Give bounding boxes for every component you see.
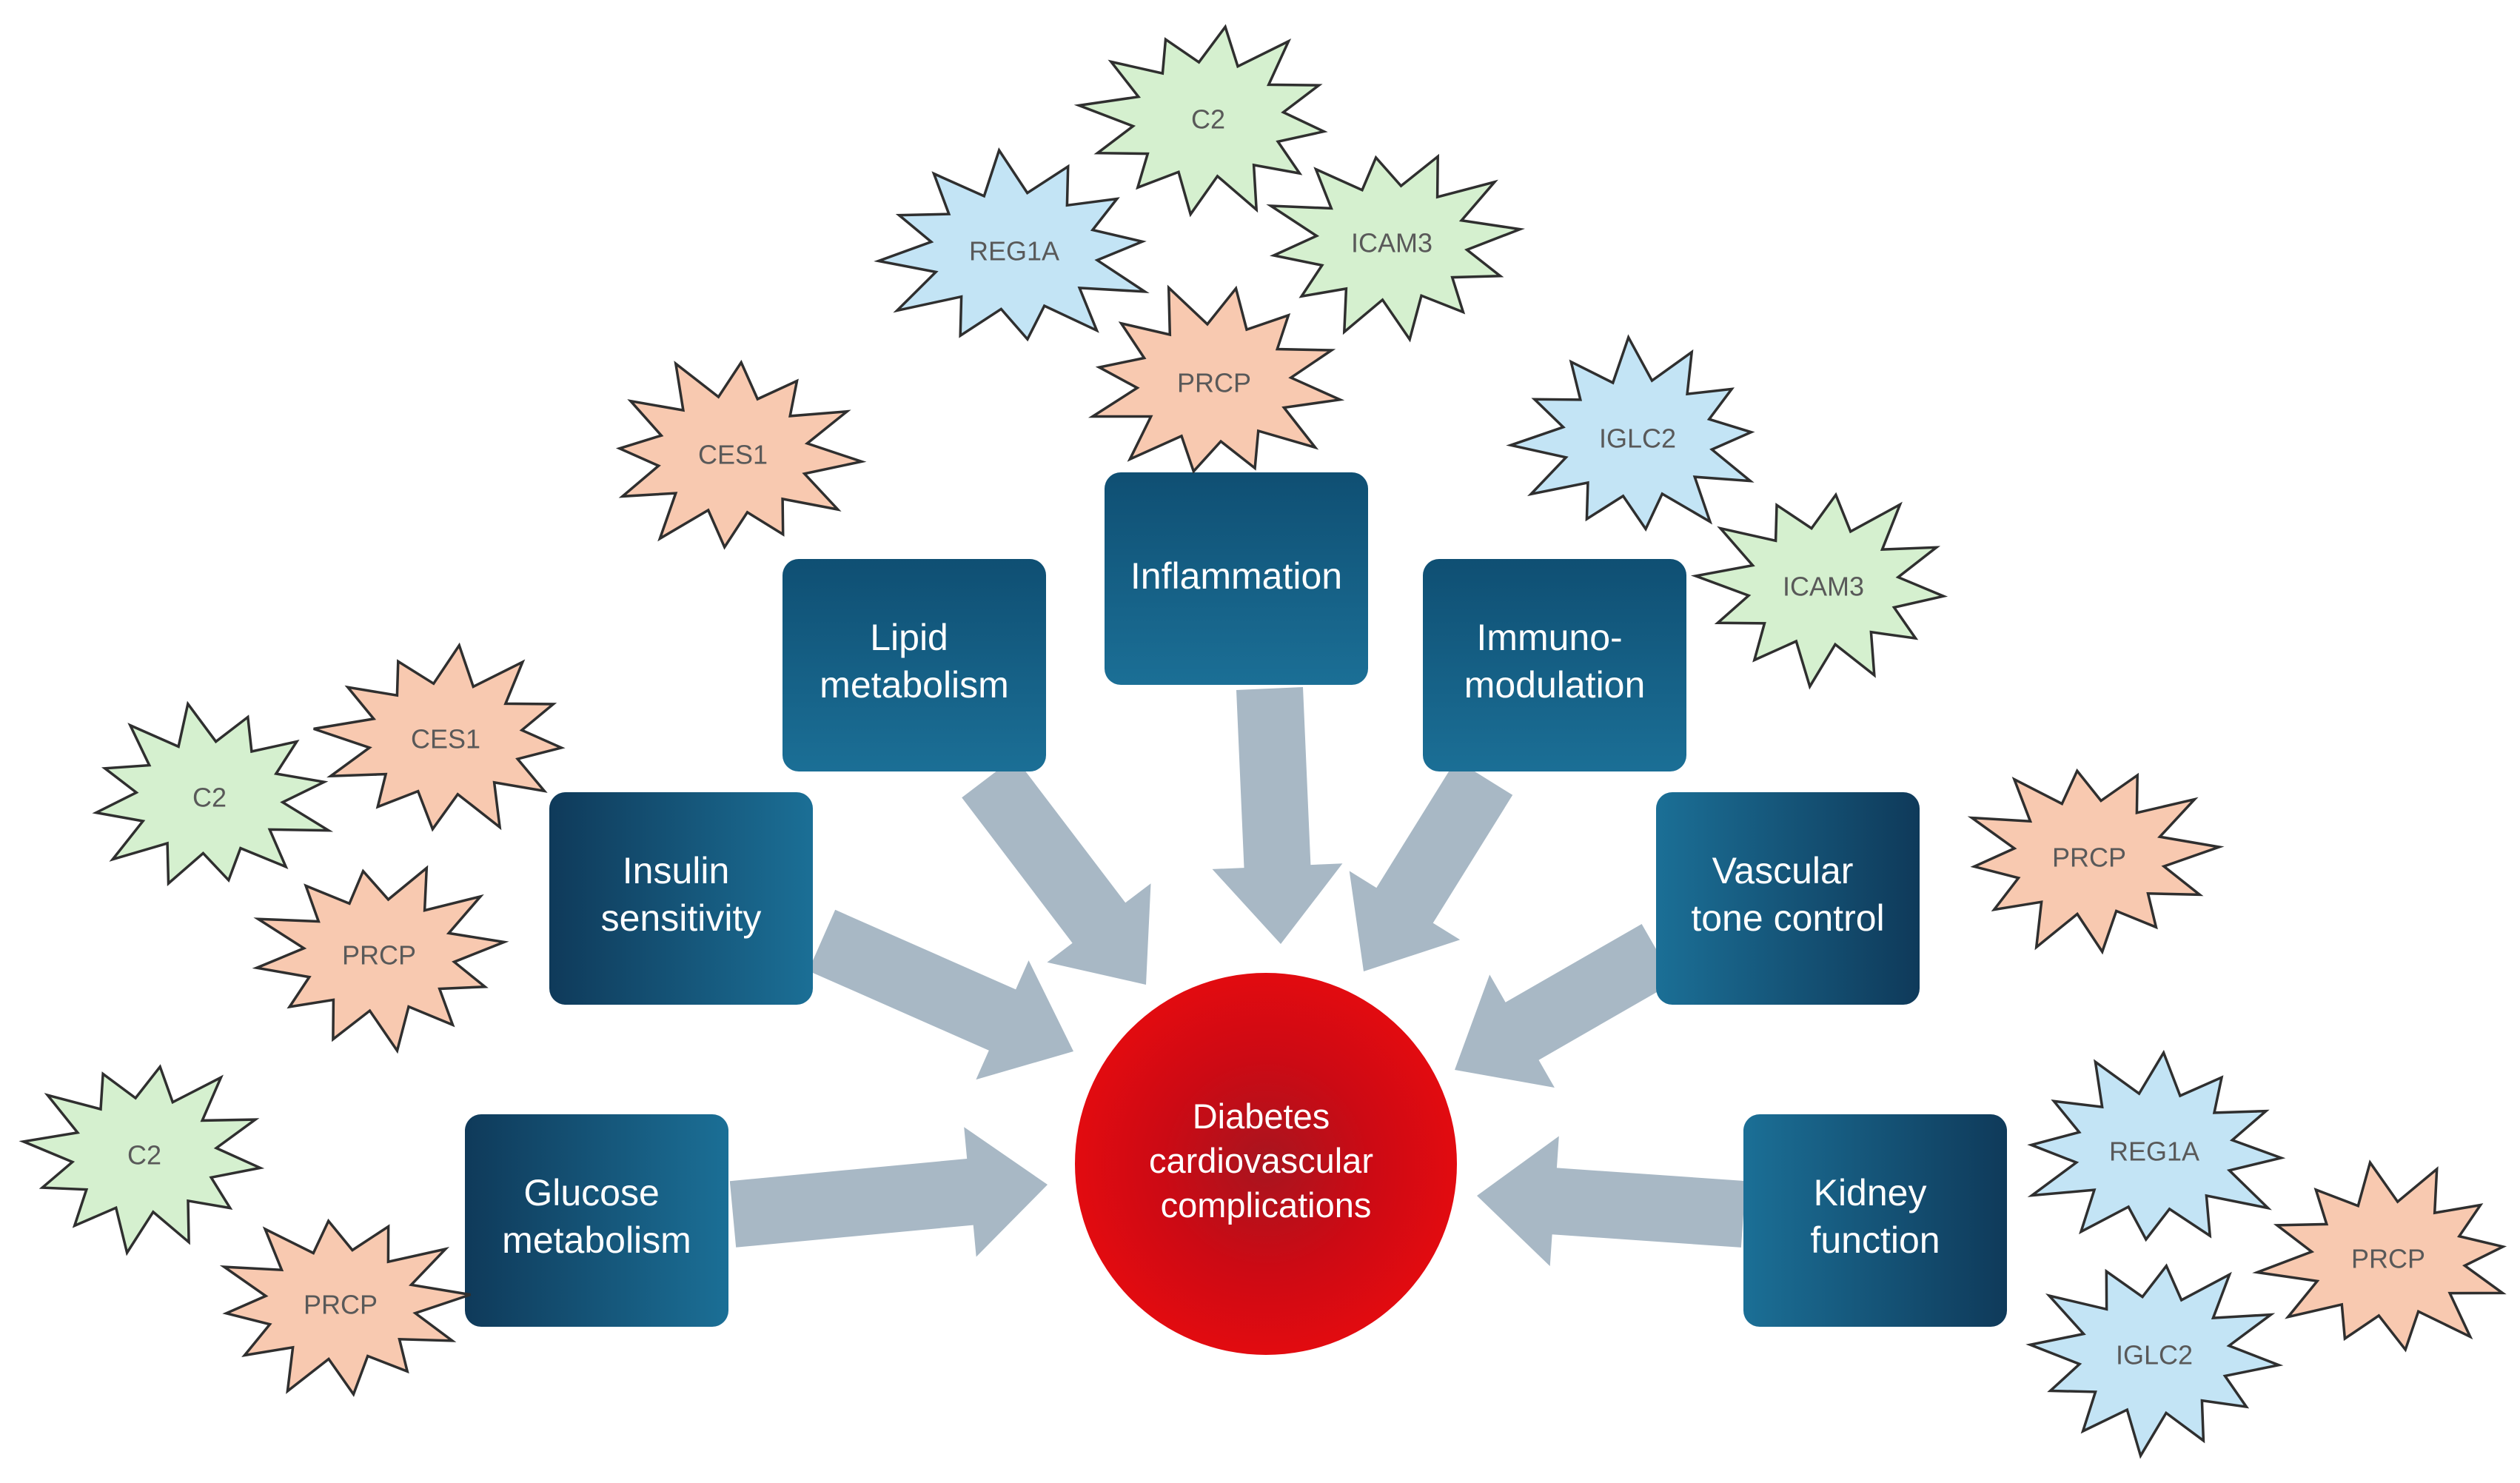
biomarker-label: PRCP bbox=[342, 940, 416, 971]
box-label: Insulin sensitivity bbox=[601, 850, 762, 939]
lipid-metabolism-box: Lipid metabolism bbox=[783, 559, 1046, 771]
inflammation-box: Inflammation bbox=[1105, 472, 1368, 685]
biomarker-star: IGLC2 bbox=[2025, 1263, 2284, 1459]
block-arrow bbox=[808, 909, 1073, 1080]
box-label-line: sensitivity bbox=[601, 897, 762, 939]
biomarker-star: PRCP bbox=[219, 1218, 472, 1397]
biomarker-label: CES1 bbox=[411, 724, 480, 754]
box-label: Inflammation bbox=[1130, 555, 1342, 597]
biomarker-star: PRCP bbox=[252, 865, 509, 1054]
biomarker-label: PRCP bbox=[2351, 1244, 2425, 1274]
box-label-line: modulation bbox=[1464, 664, 1646, 706]
biomarker-star: PRCP bbox=[1088, 284, 1345, 474]
biomarker-label: PRCP bbox=[2052, 843, 2126, 873]
biomarker-label: C2 bbox=[192, 783, 227, 813]
vascular-tone-control-box: Vascular tone control bbox=[1656, 792, 1920, 1005]
starburst-shape bbox=[2252, 1159, 2507, 1353]
category-boxes: Glucose metabolism Insulin sensitivity L… bbox=[465, 472, 2007, 1327]
biomarker-star: REG1A bbox=[874, 147, 1150, 342]
starburst-shape bbox=[1690, 492, 1948, 690]
biomarker-label: ICAM3 bbox=[1783, 572, 1864, 602]
biomarker-star: PRCP bbox=[1967, 768, 2225, 955]
biomarker-star: REG1A bbox=[2027, 1049, 2286, 1242]
box-label-line: metabolism bbox=[502, 1219, 691, 1261]
starburst-shape bbox=[1088, 284, 1345, 474]
biomarker-label: CES1 bbox=[698, 440, 768, 470]
box-label-line: metabolism bbox=[820, 664, 1009, 706]
starburst-shape bbox=[313, 642, 566, 832]
center-label-line: complications bbox=[1161, 1185, 1372, 1225]
starburst-shape bbox=[219, 1218, 472, 1397]
box-label: Lipid metabolism bbox=[820, 617, 1009, 706]
biomarker-label: IGLC2 bbox=[2116, 1340, 2193, 1370]
starburst-shape bbox=[1506, 334, 1755, 532]
block-arrow bbox=[962, 757, 1151, 985]
biomarker-stars: C2 PRCP C2 CES1 PRCP CES1 REG1A C2 bbox=[19, 24, 2507, 1459]
biomarker-star: C2 bbox=[1073, 24, 1328, 218]
biomarker-label: C2 bbox=[127, 1140, 161, 1171]
biomarker-star: CES1 bbox=[615, 359, 867, 550]
insulin-sensitivity-box: Insulin sensitivity bbox=[549, 792, 813, 1005]
center-circle: Diabetes cardiovascular complications bbox=[1075, 973, 1457, 1355]
starburst-shape bbox=[252, 865, 509, 1054]
biomarker-star: ICAM3 bbox=[1266, 153, 1525, 343]
biomarker-star: IGLC2 bbox=[1506, 334, 1755, 532]
box-label-line: Immuno- bbox=[1476, 617, 1622, 658]
starburst-shape bbox=[19, 1064, 265, 1256]
biomarker-star: PRCP bbox=[2252, 1159, 2507, 1353]
center-label: Diabetes cardiovascular complications bbox=[1149, 1097, 1383, 1225]
biomarker-label: ICAM3 bbox=[1351, 228, 1432, 258]
starburst-shape bbox=[2025, 1263, 2284, 1459]
starburst-shape bbox=[1073, 24, 1328, 218]
box-label: Vascular tone control bbox=[1691, 850, 1884, 939]
block-arrow bbox=[729, 1127, 1048, 1257]
block-arrow bbox=[1349, 760, 1513, 971]
kidney-function-box: Kidney function bbox=[1743, 1114, 2007, 1327]
starburst-shape bbox=[92, 700, 334, 886]
starburst-shape bbox=[615, 359, 867, 550]
box-label-line: Insulin bbox=[623, 850, 730, 891]
center-label-line: Diabetes bbox=[1193, 1097, 1330, 1136]
biomarker-star: CES1 bbox=[313, 642, 566, 832]
starburst-shape bbox=[2027, 1049, 2286, 1242]
center-label-line: cardiovascular bbox=[1149, 1141, 1373, 1180]
starburst-shape bbox=[1266, 153, 1525, 343]
biomarker-label: C2 bbox=[1191, 104, 1225, 135]
biomarker-star: C2 bbox=[19, 1064, 265, 1256]
box-label-line: Lipid bbox=[870, 617, 948, 658]
biomarker-label: IGLC2 bbox=[1599, 424, 1676, 454]
starburst-shape bbox=[874, 147, 1150, 342]
box-label-line: tone control bbox=[1691, 897, 1884, 939]
biomarker-label: PRCP bbox=[1177, 368, 1251, 398]
box-label: Immuno- modulation bbox=[1464, 617, 1646, 706]
block-arrow bbox=[1212, 687, 1343, 944]
biomarker-label: PRCP bbox=[304, 1290, 378, 1320]
block-arrow bbox=[1455, 924, 1675, 1088]
box-label-line: function bbox=[1810, 1219, 1940, 1261]
immunomodulation-box: Immuno- modulation bbox=[1423, 559, 1686, 771]
biomarker-label: REG1A bbox=[2109, 1136, 2199, 1167]
arrows-layer bbox=[729, 687, 1746, 1267]
starburst-shape bbox=[1967, 768, 2225, 955]
box-label-line: Glucose bbox=[523, 1172, 659, 1213]
biomarker-star: C2 bbox=[92, 700, 334, 886]
box-label-line: Kidney bbox=[1814, 1172, 1927, 1213]
glucose-metabolism-box: Glucose metabolism bbox=[465, 1114, 728, 1327]
box-label-line: Inflammation bbox=[1130, 555, 1342, 597]
biomarker-label: REG1A bbox=[969, 236, 1059, 267]
block-arrow bbox=[1477, 1136, 1746, 1267]
biomarker-star: ICAM3 bbox=[1690, 492, 1948, 690]
box-label: Glucose metabolism bbox=[502, 1172, 691, 1261]
box-label: Kidney function bbox=[1810, 1172, 1940, 1261]
box-label-line: Vascular bbox=[1712, 850, 1854, 891]
